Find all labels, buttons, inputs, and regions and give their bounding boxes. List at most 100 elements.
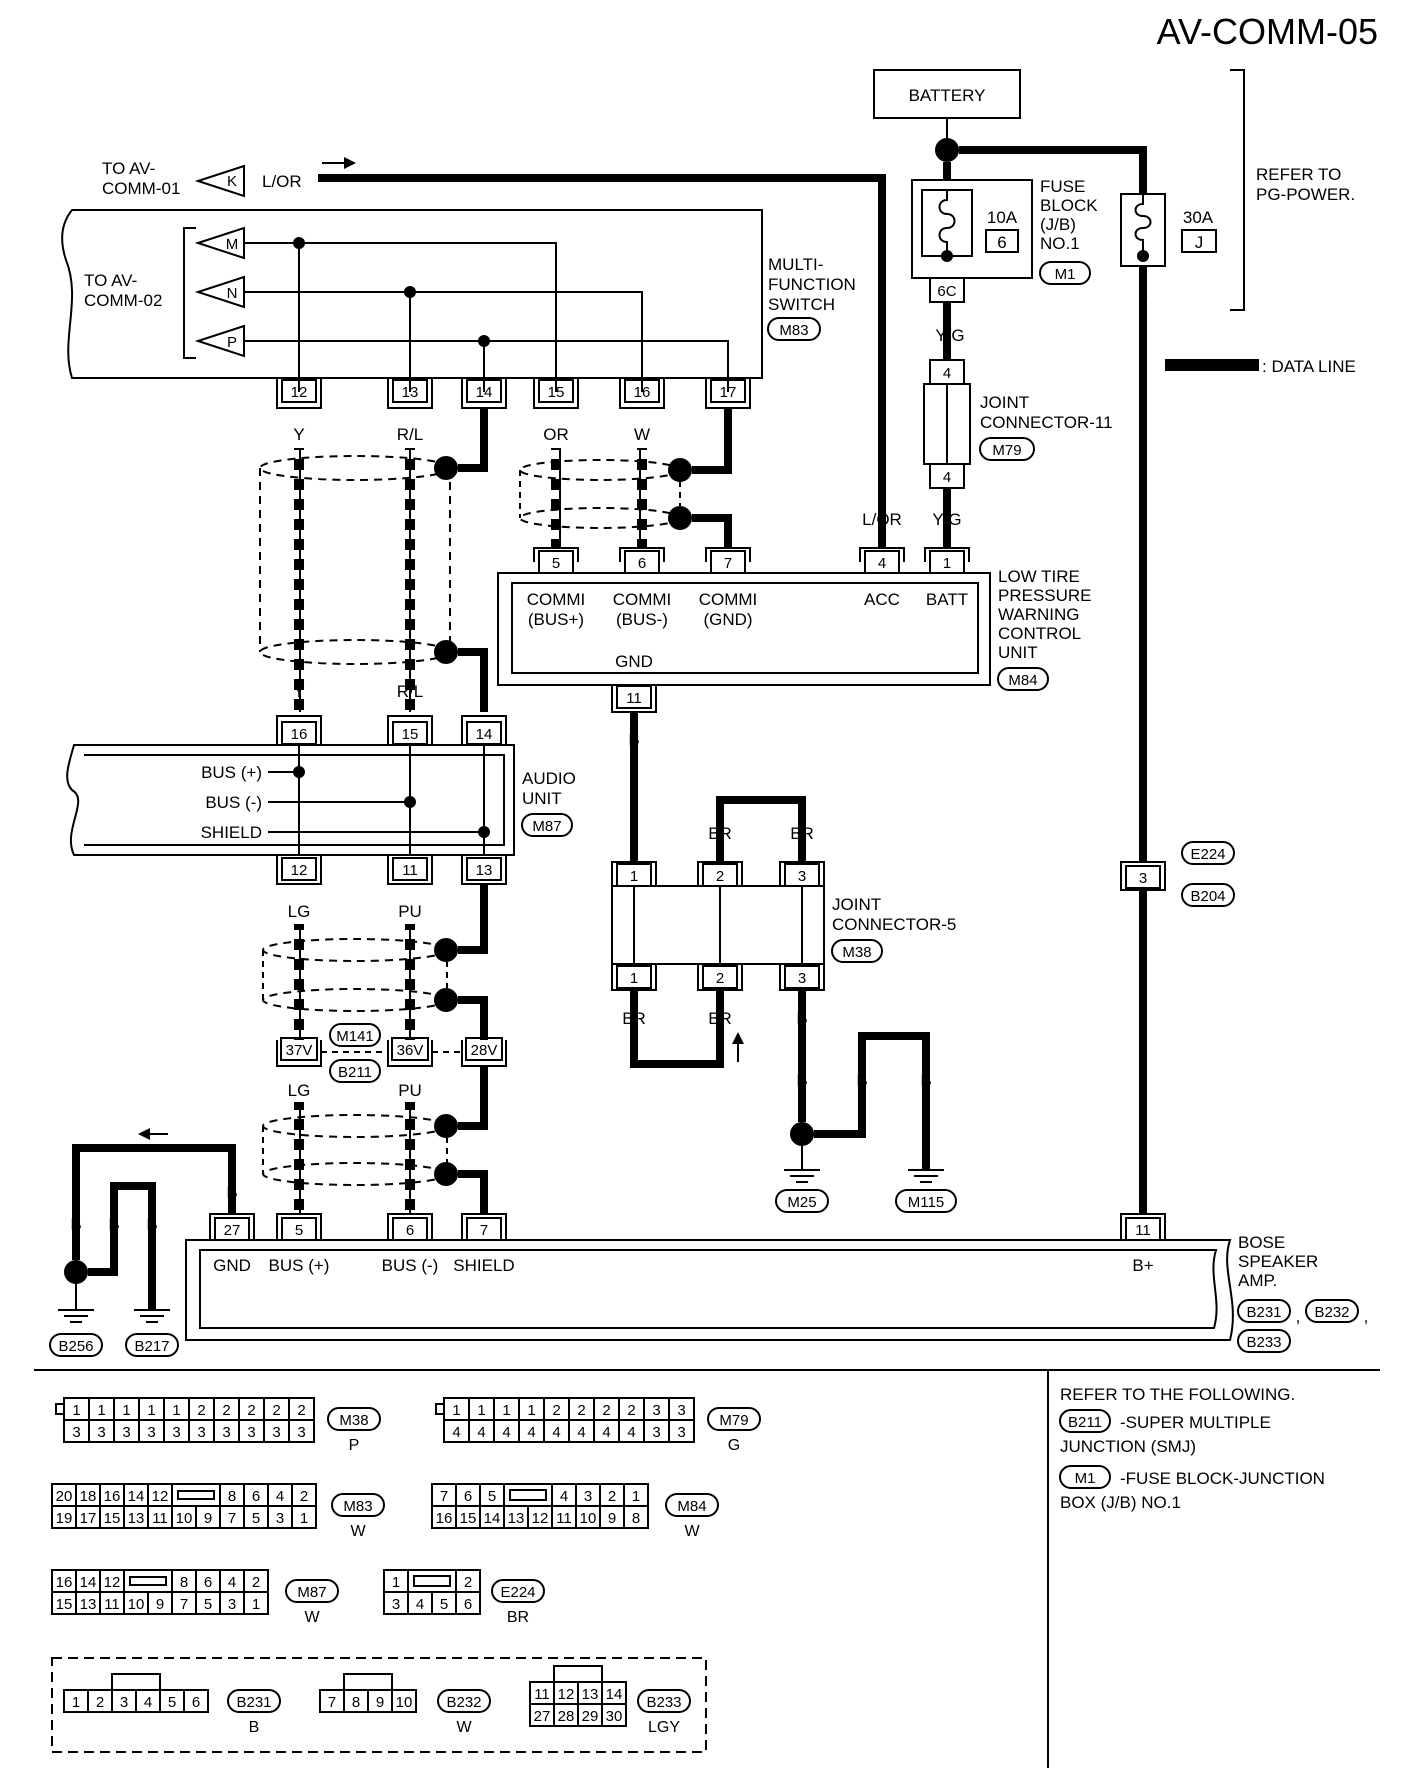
fv-m87-pin-5: 5 bbox=[204, 1596, 212, 1613]
wire-b-ground-2: B bbox=[920, 1071, 931, 1090]
fv-m84-connector: M84 bbox=[677, 1498, 706, 1515]
wire-shield-mfs bbox=[458, 408, 488, 472]
fv-m87-pin-2: 2 bbox=[252, 1574, 260, 1591]
fv-m79-pin-4: 4 bbox=[627, 1424, 635, 1441]
fuse-block-line4: NO.1 bbox=[1040, 234, 1080, 253]
e224-conn-a: E224 bbox=[1190, 846, 1225, 863]
fv-m38-pin-2: 2 bbox=[297, 1402, 305, 1419]
fv-e224-pin-6: 6 bbox=[464, 1596, 472, 1613]
fuse-10a-icon bbox=[938, 190, 956, 256]
fuse-30a-icon bbox=[1134, 194, 1152, 256]
bose-conn-sep-2: , bbox=[1364, 1307, 1369, 1326]
fv-b233-pin-27: 27 bbox=[534, 1708, 551, 1725]
smj-conn-b: B211 bbox=[338, 1064, 372, 1081]
ground-m25: M25 bbox=[787, 1194, 816, 1211]
data-line-y bbox=[294, 448, 304, 712]
fv-m79-pin-1: 1 bbox=[527, 1402, 535, 1419]
fv-m87-pin-12: 12 bbox=[104, 1574, 121, 1591]
wire-lg-bottom: LG bbox=[288, 1081, 311, 1100]
fv-m84-pin-7: 7 bbox=[440, 1488, 448, 1505]
ltp-label-commi-1: COMMI bbox=[527, 590, 586, 609]
data-line-pu-bottom bbox=[405, 1102, 415, 1214]
ltp-label-batt: BATT bbox=[926, 590, 968, 609]
audio-pin-16: 16 bbox=[291, 726, 308, 743]
bose-pin-6: 6 bbox=[406, 1222, 414, 1239]
fv-m38-pin-3: 3 bbox=[147, 1424, 155, 1441]
fv-e224-pin-2: 2 bbox=[464, 1574, 472, 1591]
audio-label-shield: SHIELD bbox=[201, 823, 262, 842]
fv-m83-pin-12: 12 bbox=[152, 1488, 169, 1505]
fv-m84-pin-11: 11 bbox=[556, 1510, 572, 1527]
to-av-comm-02-arrow-p bbox=[194, 324, 245, 358]
ltp-line1: LOW TIRE bbox=[998, 567, 1080, 586]
wire-y-top: Y bbox=[293, 425, 304, 444]
bose-pin-11: 11 bbox=[1135, 1222, 1151, 1239]
fv-b233-pin-12: 12 bbox=[558, 1686, 575, 1703]
fv-m83-pin-9: 9 bbox=[204, 1510, 212, 1527]
fv-m79-pin-4: 4 bbox=[602, 1424, 610, 1441]
fv-m84-pin-6: 6 bbox=[464, 1488, 472, 1505]
mfs-line1: MULTI- bbox=[768, 255, 823, 274]
fv-m79-pin-4: 4 bbox=[527, 1424, 535, 1441]
ground-m115: M115 bbox=[908, 1194, 944, 1211]
fv-m84-pin-15: 15 bbox=[460, 1510, 477, 1527]
ltp-pins: 5 6 7 4 1 bbox=[533, 547, 970, 574]
ground-b217-icon bbox=[134, 1309, 170, 1323]
wire-b-gnd-main bbox=[72, 1144, 236, 1260]
bose-label-bus-plus: BUS (+) bbox=[269, 1256, 330, 1275]
ltp-line3: WARNING bbox=[998, 605, 1080, 624]
bose-pin-7: 7 bbox=[480, 1222, 488, 1239]
fv-e224-color: BR bbox=[507, 1609, 529, 1626]
audio-pin-12: 12 bbox=[291, 862, 308, 879]
smj-pin-37v: 37V bbox=[286, 1042, 313, 1059]
audio-line1: AUDIO bbox=[522, 769, 576, 788]
fv-m83-pin-4: 4 bbox=[276, 1488, 284, 1505]
fv-b232-connector: B232 bbox=[446, 1694, 481, 1711]
mfs-connector: M83 bbox=[779, 322, 808, 339]
fv-m38-pin-2: 2 bbox=[222, 1402, 230, 1419]
fv-e224-pin-1: 1 bbox=[392, 1574, 400, 1591]
fv-b231-connector: B231 bbox=[236, 1694, 271, 1711]
fv-m87-pin-15: 15 bbox=[56, 1596, 73, 1613]
wire-pu-bottom: PU bbox=[398, 1081, 422, 1100]
fv-b232-pin-7: 7 bbox=[328, 1694, 336, 1711]
bose-face-view-group bbox=[51, 1657, 707, 1753]
battery-label: BATTERY bbox=[909, 86, 986, 105]
fv-m83-pin-11: 11 bbox=[152, 1510, 168, 1527]
audio-unit-box bbox=[66, 744, 515, 856]
wire-b-ltp: B bbox=[628, 730, 639, 749]
fv-m83-pin-5: 5 bbox=[252, 1510, 260, 1527]
fv-m84-pin-8: 8 bbox=[632, 1510, 640, 1527]
smj-conn-a: M141 bbox=[336, 1028, 374, 1045]
ltp-box bbox=[497, 572, 991, 686]
fv-m79-pin-3: 3 bbox=[677, 1402, 685, 1419]
ground-b256-icon bbox=[58, 1309, 94, 1323]
ltp-line5: UNIT bbox=[998, 643, 1038, 662]
bose-conn-b233: B233 bbox=[1246, 1334, 1281, 1351]
fv-m38-pin-3: 3 bbox=[247, 1424, 255, 1441]
fv-m84-pin-13: 13 bbox=[508, 1510, 525, 1527]
data-line-lg-bottom bbox=[294, 1102, 304, 1214]
fv-m83-pin-1: 1 bbox=[300, 1510, 308, 1527]
fv-e224-connector: E224 bbox=[500, 1584, 535, 1601]
data-line-lg-top bbox=[294, 924, 304, 1040]
jc5-bottom-pins: 1 2 3 bbox=[611, 964, 825, 991]
fv-m79-pin-2: 2 bbox=[577, 1402, 585, 1419]
jc5-line2: CONNECTOR-5 bbox=[832, 915, 956, 934]
wire-br-2: BR bbox=[790, 824, 814, 843]
refer-following-title: REFER TO THE FOLLOWING. bbox=[1060, 1385, 1295, 1404]
jc5-pin-2-bottom: 2 bbox=[716, 970, 724, 987]
fv-m79-pin-4: 4 bbox=[477, 1424, 485, 1441]
jc5-top-pins: 1 2 3 bbox=[611, 861, 825, 887]
ltp-pin-6: 6 bbox=[638, 555, 646, 572]
refer-conn-m1: M1 bbox=[1075, 1470, 1096, 1487]
ground-b217: B217 bbox=[134, 1338, 169, 1355]
refer-fb-line1: -FUSE BLOCK-JUNCTION bbox=[1120, 1469, 1325, 1488]
jc5-connector: M38 bbox=[842, 944, 871, 961]
fv-b233-connector: B233 bbox=[646, 1694, 681, 1711]
smj-connectors: 37V 36V 28V M141 B211 bbox=[276, 1023, 507, 1083]
fv-m79-pin-3: 3 bbox=[677, 1424, 685, 1441]
fv-m87-color: W bbox=[304, 1609, 320, 1626]
bose-amp-box bbox=[185, 1239, 1234, 1341]
